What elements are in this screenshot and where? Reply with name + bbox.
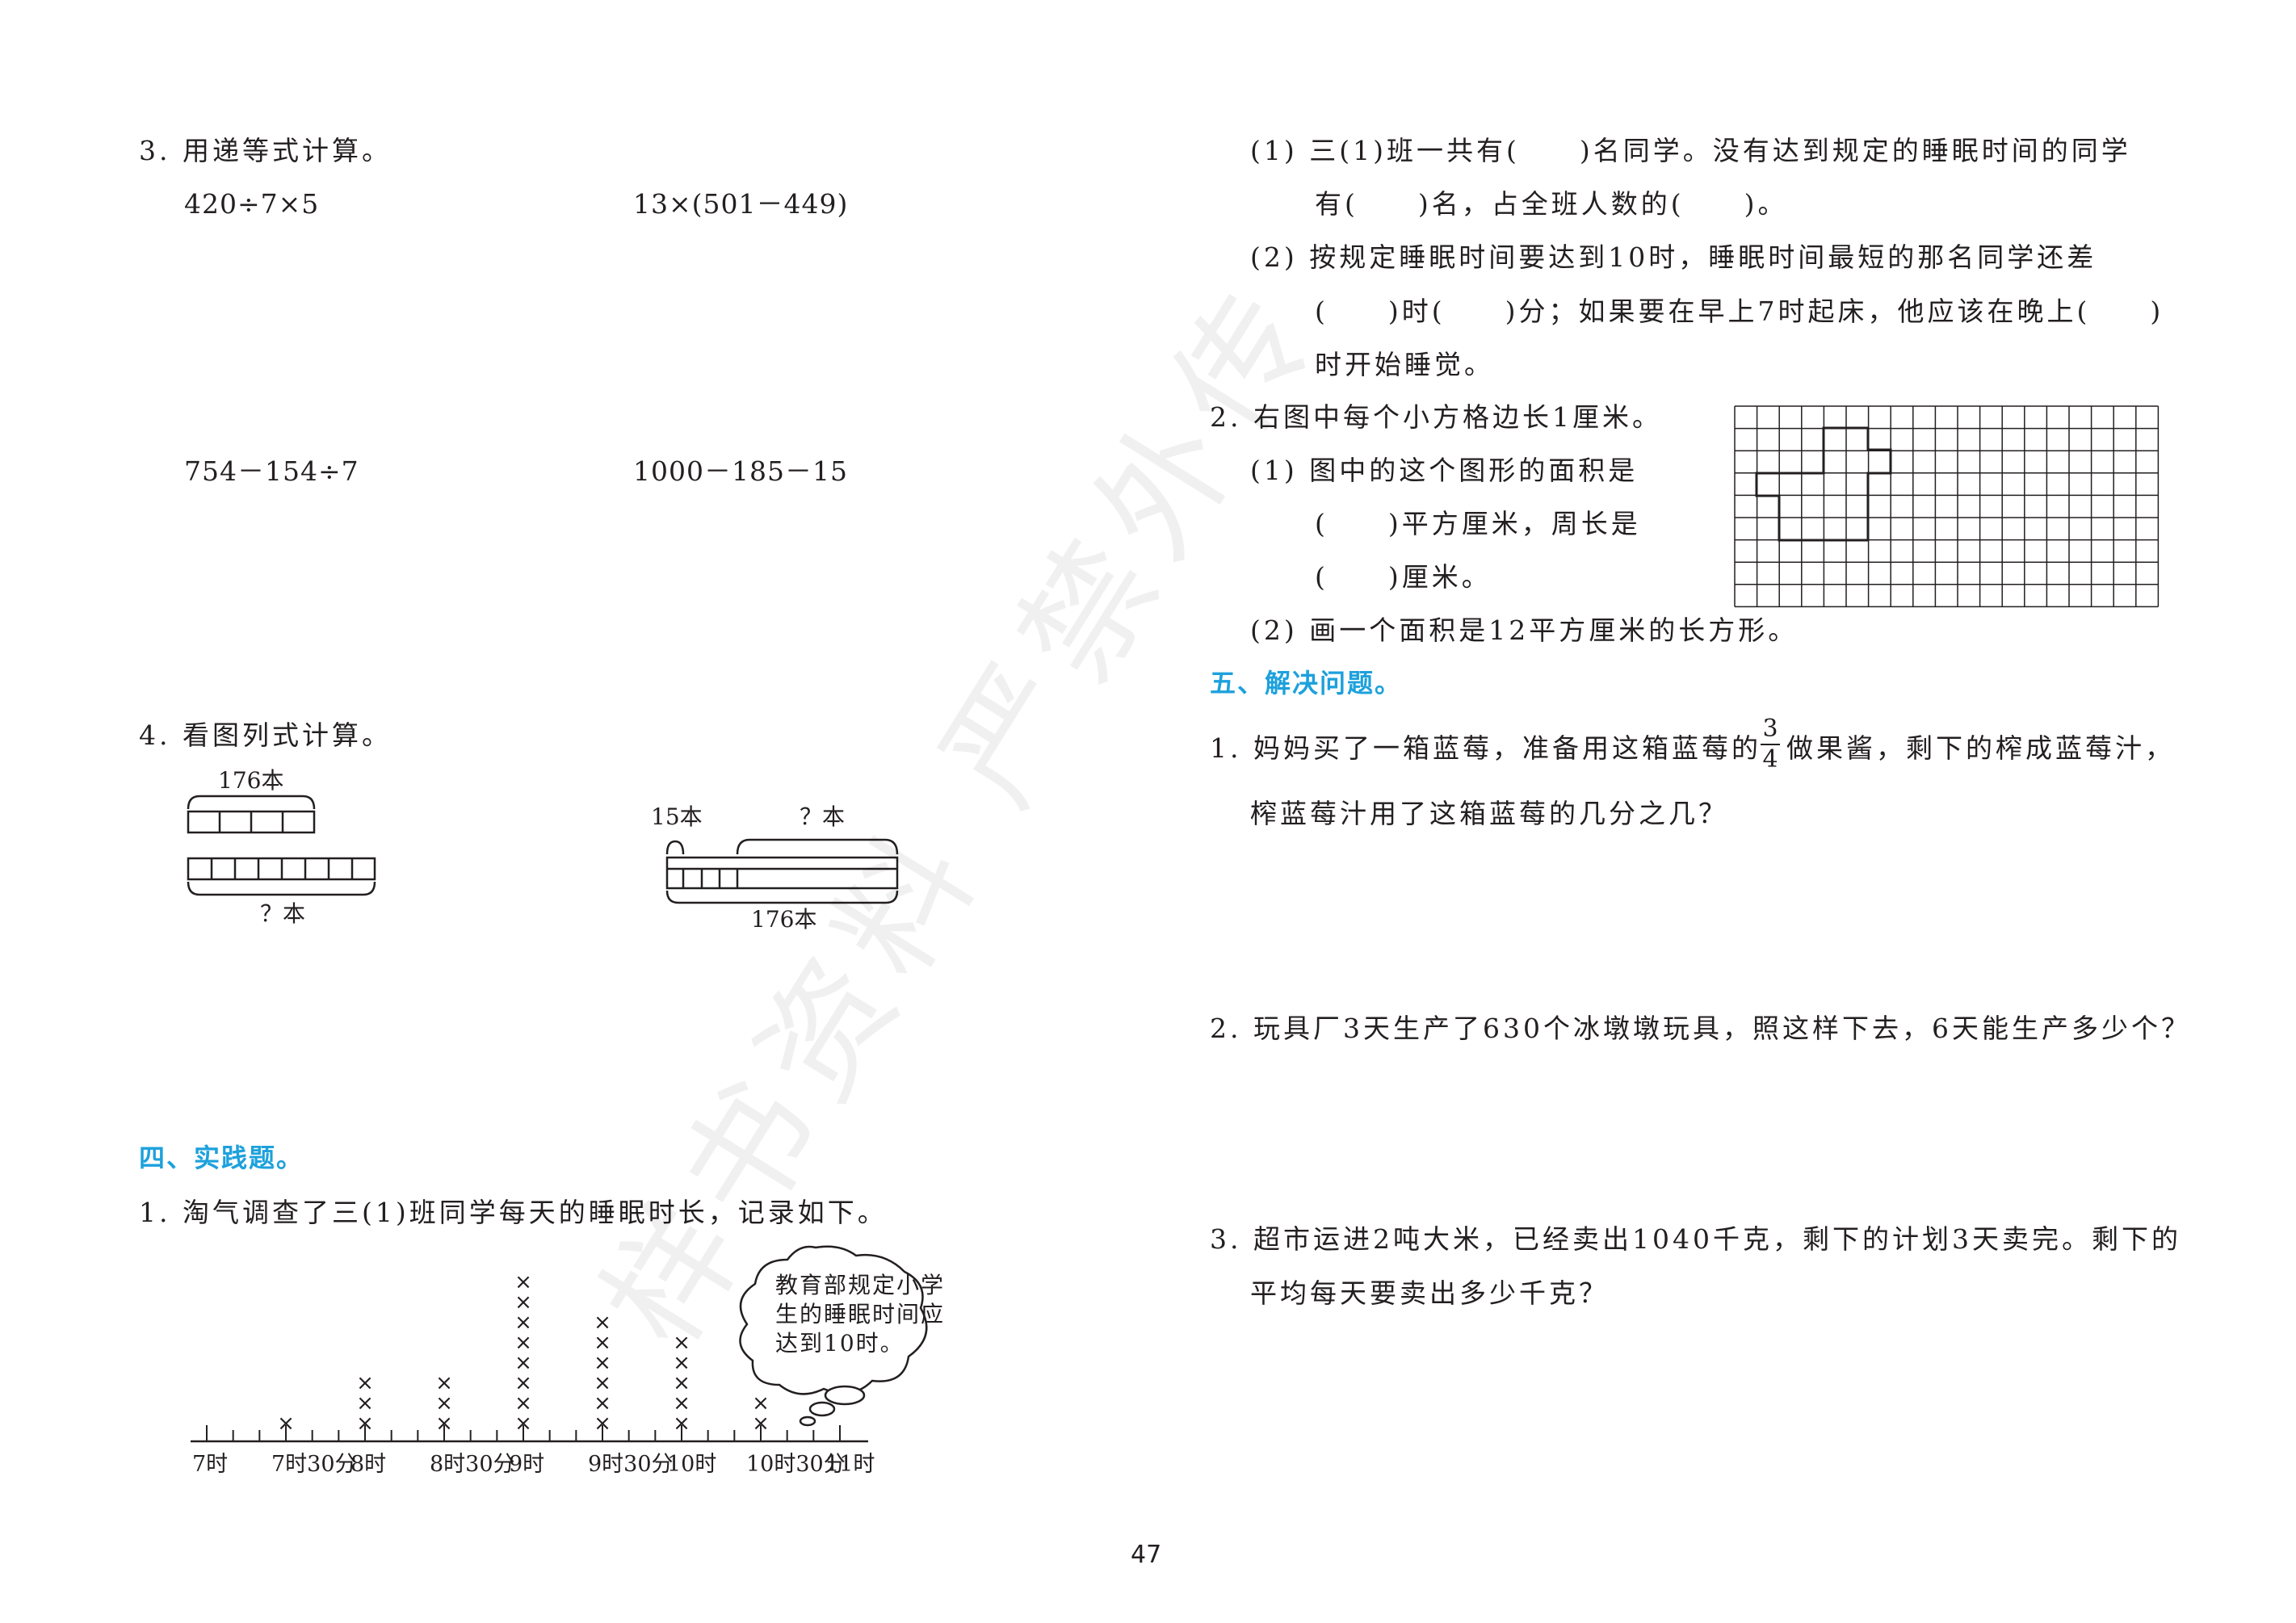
p1-sub-b1: (2) 按规定睡眠时间要达到10时，睡眠时间最短的那名同学还差 (1250, 241, 2097, 273)
data-mark: × (514, 1290, 532, 1315)
q3-line1: 3. 超市运进2吨大米，已经卖出1040千克，剩下的计划3天卖完。剩下的 (1210, 1223, 2181, 1255)
data-mark: × (514, 1351, 532, 1375)
data-mark: × (356, 1371, 374, 1395)
fraction-numerator: 3 (1762, 715, 1778, 743)
data-mark: × (514, 1270, 532, 1294)
data-mark: × (594, 1351, 611, 1375)
data-mark: × (673, 1331, 690, 1355)
p2-s2: (2) 画一个面积是12平方厘米的长方形。 (1250, 614, 1799, 646)
p1-sub-a1: (1) 三(1)班一共有( )名同学。没有达到规定的睡眠时间的同学 (1250, 135, 2131, 166)
data-mark: × (356, 1391, 374, 1415)
axis-label: 7时30分 (271, 1452, 357, 1477)
q3-line2: 平均每天要卖出多少千克？ (1250, 1277, 1609, 1309)
data-mark: × (514, 1331, 532, 1355)
d1-bottom-label: ？本 (260, 900, 306, 927)
bubble-line-2: 生的睡眠时间应 (775, 1301, 946, 1327)
section-4-title: 四、实践题。 (139, 1143, 304, 1173)
data-mark: × (673, 1391, 690, 1415)
d2-bottom-label: 176本 (751, 906, 817, 933)
q1-line2: 榨蓝莓汁用了这箱蓝莓的几分之几？ (1250, 798, 1728, 829)
axis-label: 8时30分 (430, 1452, 515, 1477)
data-mark: × (594, 1331, 611, 1355)
axis-label: 11时 (825, 1452, 875, 1477)
q3-expr-4: 1000－185－15 (633, 455, 848, 487)
axis-label: 7时 (192, 1452, 229, 1477)
data-mark: × (514, 1411, 532, 1436)
p1-sub-b3: 时开始睡觉。 (1315, 349, 1494, 380)
axis-label: 9时30分 (588, 1452, 674, 1477)
p1-sub-a2: 有( )名，占全班人数的( )。 (1315, 188, 1788, 220)
bubble-line-1: 教育部规定小学 (775, 1272, 946, 1298)
data-mark: × (673, 1351, 690, 1375)
axis-label: 10时30分 (746, 1452, 846, 1477)
axis-label: 8时 (350, 1452, 387, 1477)
data-mark: × (435, 1411, 453, 1436)
data-mark: × (673, 1371, 690, 1395)
q4-title: 4. 看图列式计算。 (139, 719, 392, 751)
data-mark: × (673, 1411, 690, 1436)
data-mark: × (594, 1411, 611, 1436)
q2-text: 2. 玩具厂3天生产了630个冰墩墩玩具，照这样下去，6天能生产多少个？ (1210, 1013, 2191, 1044)
p2-s1a: (1) 图中的这个图形的面积是 (1250, 455, 1639, 486)
q3-expr-3: 754－154÷7 (184, 455, 359, 487)
data-mark: × (435, 1371, 453, 1395)
data-mark: × (752, 1411, 770, 1436)
data-mark: × (594, 1371, 611, 1395)
d2-right-label: ？本 (800, 803, 846, 830)
fraction: 3 4 (1761, 717, 1780, 772)
q1-line1b: 做果酱，剩下的榨成蓝莓汁， (1786, 732, 2175, 764)
p1-title: 1. 淘气调查了三(1)班同学每天的睡眠时长，记录如下。 (139, 1197, 888, 1228)
data-mark: × (435, 1391, 453, 1415)
q3-expr-2: 13×(501－449) (633, 188, 849, 220)
q3-title: 3. 用递等式计算。 (139, 135, 392, 166)
d2-left-label: 15本 (651, 803, 703, 830)
data-mark: × (277, 1411, 295, 1436)
thought-bubble (739, 1245, 928, 1395)
data-mark: × (514, 1311, 532, 1335)
data-mark: × (356, 1411, 374, 1436)
q3-expr-1: 420÷7×5 (184, 188, 320, 220)
data-mark: × (514, 1371, 532, 1395)
data-mark: × (752, 1391, 770, 1415)
p2-title: 2. 右图中每个小方格边长1厘米。 (1210, 401, 1662, 433)
p2-s1b: ( )平方厘米，周长是 (1315, 508, 1641, 539)
axis-label: 9时 (509, 1452, 545, 1477)
d1-top-label: 176本 (218, 767, 284, 794)
fraction-denominator: 4 (1762, 745, 1778, 774)
p2-s1c: ( )厘米。 (1315, 561, 1492, 593)
data-mark: × (594, 1391, 611, 1415)
axis-label: 10时 (667, 1452, 717, 1477)
bubble-line-3: 达到10时。 (775, 1330, 905, 1357)
data-mark: × (514, 1391, 532, 1415)
page-number: 47 (1131, 1541, 1162, 1569)
polygon-shape (1755, 426, 1892, 542)
data-mark: × (594, 1311, 611, 1335)
q1-line1a: 1. 妈妈买了一箱蓝莓，准备用这箱蓝莓的 (1210, 732, 1761, 764)
section-5-title: 五、解决问题。 (1210, 668, 1403, 698)
p1-sub-b2: ( )时( )分；如果要在早上7时起床，他应该在晚上( ) (1315, 296, 2164, 327)
